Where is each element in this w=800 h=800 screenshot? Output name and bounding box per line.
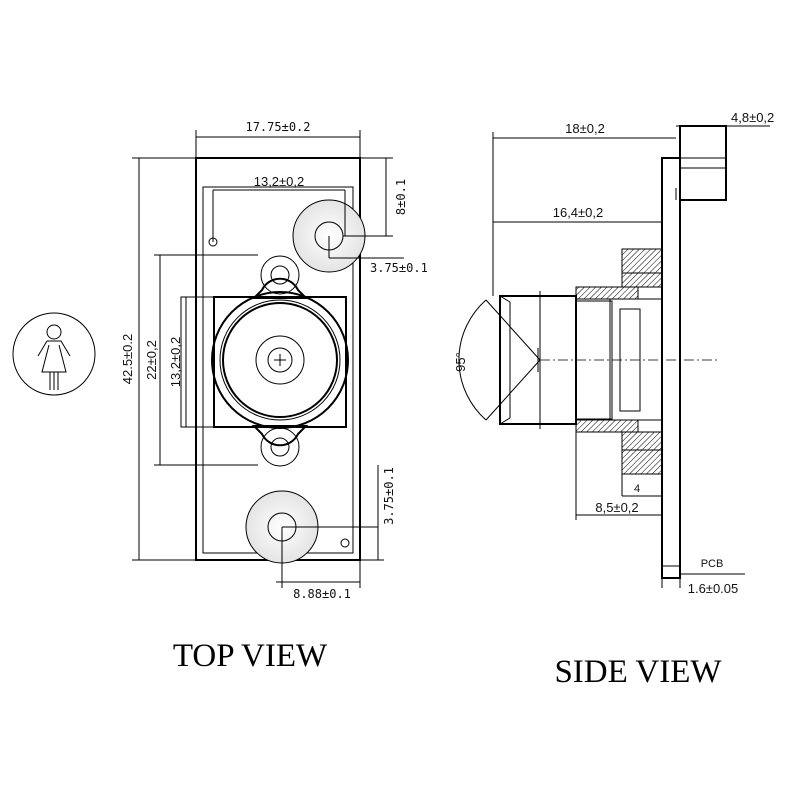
dim-hole-offset-x: 8.88±0.1 xyxy=(293,587,351,601)
dim-holder-height: 22±0,2 xyxy=(144,340,159,380)
dim-board-length: 42.5±0.2 xyxy=(120,334,135,385)
dim-fov-angle: 95° xyxy=(453,352,468,372)
side-dimension-lines xyxy=(492,125,770,588)
dim-hole-radius-bottom: 3.75±0.1 xyxy=(382,467,396,525)
top-view: 17.75±0.2 13,2±0,2 8±0.1 3.75±0.1 42.5±0… xyxy=(120,120,428,674)
child-symbol-icon xyxy=(12,312,96,396)
dim-hole-radius-top: 3.75±0.1 xyxy=(370,261,428,275)
side-view-title: SIDE VIEW xyxy=(554,654,722,690)
dim-connector-height: 4,8±0,2 xyxy=(731,110,774,125)
pcb-label: PCB xyxy=(701,558,724,570)
side-view: 18±0,2 4,8±0,2 16,4±0,2 95° 4 8,5±0,2 PC… xyxy=(453,110,774,690)
dim-thread-step: 4 xyxy=(634,483,640,495)
top-view-title: TOP VIEW xyxy=(173,638,328,674)
dim-board-width: 17.75±0.2 xyxy=(245,120,310,134)
fov-cone xyxy=(458,299,541,421)
lens-holder xyxy=(180,255,349,467)
dim-hole-spacing: 13,2±0,2 xyxy=(254,174,305,189)
dim-hole-offset-y: 8±0.1 xyxy=(394,179,408,215)
dim-lens-height: 16,4±0,2 xyxy=(553,205,604,220)
side-pcb xyxy=(661,157,681,579)
dim-overall-height: 18±0,2 xyxy=(565,121,605,136)
side-connector xyxy=(679,125,727,201)
dim-pcb-thickness: 1.6±0.05 xyxy=(688,581,739,596)
dim-holder-base: 8,5±0,2 xyxy=(595,500,638,515)
ref-hole-bottom xyxy=(340,538,350,548)
top-dimension-lines xyxy=(132,130,404,588)
dim-lens-square: 13,2±0,2 xyxy=(168,337,183,388)
side-lens-holder xyxy=(575,248,663,475)
